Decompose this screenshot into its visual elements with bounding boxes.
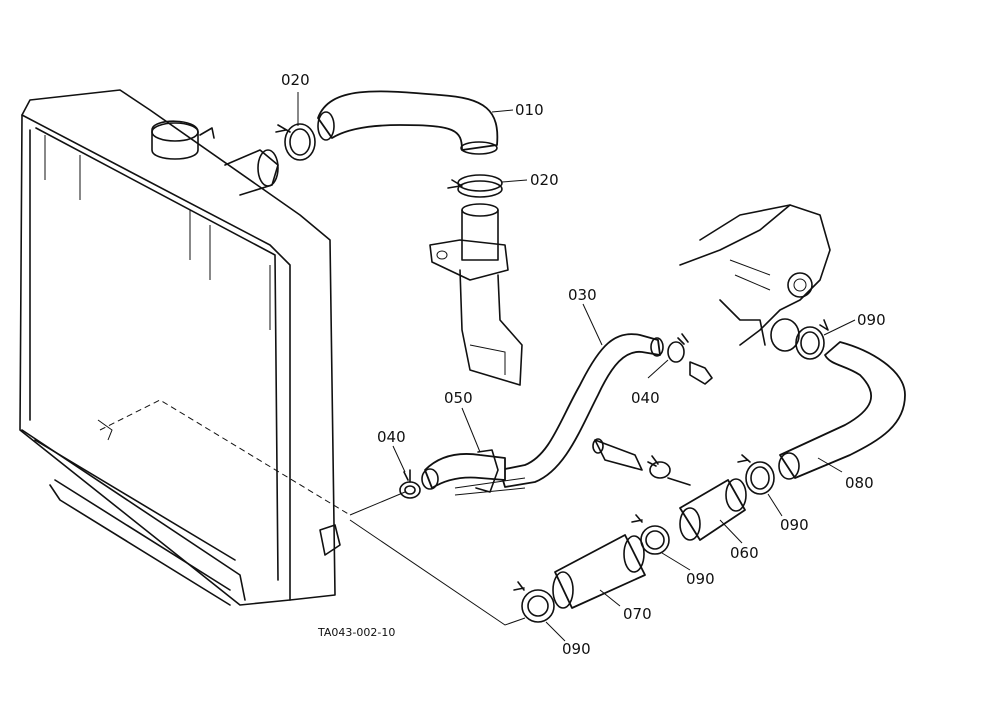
radiator-cap	[151, 120, 215, 160]
part-label-070: 070	[623, 605, 652, 623]
hose-050	[421, 449, 526, 496]
hose-clamp-020-upper	[275, 123, 316, 161]
leader-lines	[297, 92, 856, 642]
part-label-020-lower: 020	[530, 171, 559, 189]
part-label-040-left: 040	[377, 428, 406, 446]
hose-clamp-090-upper-right	[795, 319, 829, 360]
thermostat-housing	[429, 203, 523, 386]
part-label-030: 030	[568, 286, 597, 304]
part-label-060: 060	[730, 544, 759, 562]
hose-clamp-090-middle-right	[737, 454, 775, 495]
hose-clamp-040-left	[399, 469, 421, 499]
part-label-010: 010	[515, 101, 544, 119]
radiator	[19, 89, 341, 606]
hose-060	[679, 478, 747, 541]
part-label-090-middle-right: 090	[780, 516, 809, 534]
part-label-090-middle: 090	[686, 570, 715, 588]
hose-clamp-020-lower	[447, 174, 503, 198]
reference-lines	[99, 399, 526, 626]
part-label-090-upper-right: 090	[857, 311, 886, 329]
pipe-fitting	[592, 438, 691, 486]
radiator-inlet-neck	[224, 149, 279, 196]
part-label-040-right: 040	[631, 389, 660, 407]
part-label-020-upper: 020	[281, 71, 310, 89]
part-label-090-lower: 090	[562, 640, 591, 658]
temperature-sensor	[689, 361, 713, 385]
hose-070	[552, 534, 646, 609]
hose-clamp-090-lower	[513, 581, 555, 623]
hose-clamp-090-middle	[631, 514, 670, 555]
hose-clamp-040-right	[667, 333, 689, 363]
part-label-080: 080	[845, 474, 874, 492]
bypass-hose-030	[499, 333, 664, 488]
lower-hose-080	[778, 341, 906, 480]
drawing-code: TA043-002-10	[317, 626, 395, 639]
engine-block	[679, 204, 831, 352]
part-label-050: 050	[444, 389, 473, 407]
upper-radiator-hose	[317, 90, 499, 155]
